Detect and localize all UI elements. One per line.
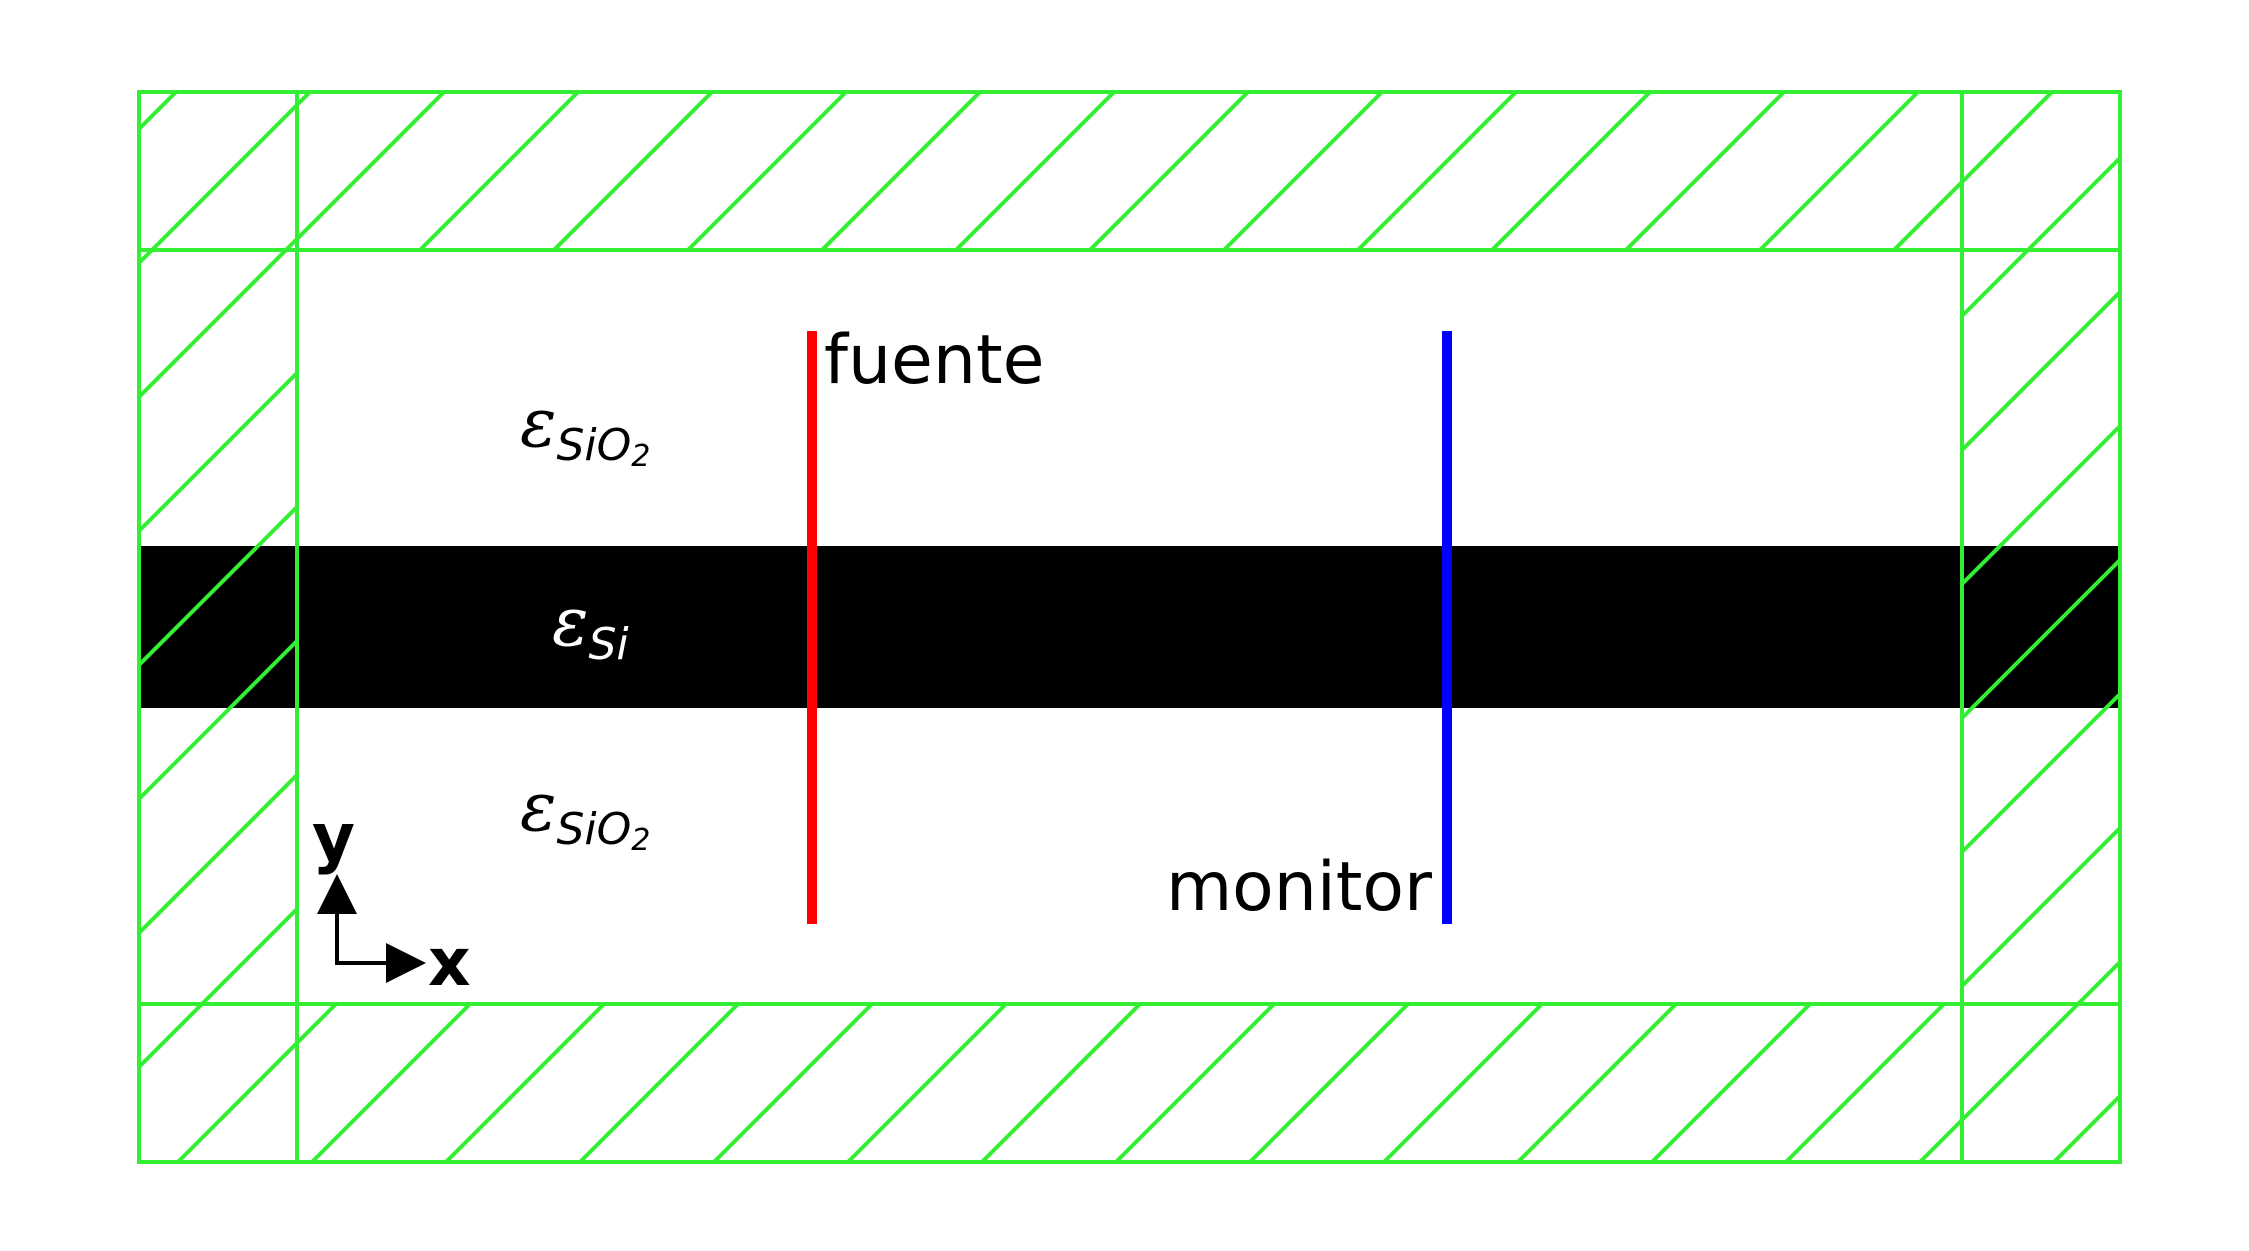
monitor-label: monitor: [1166, 848, 1432, 927]
pml-outlines: [137, 90, 2122, 1164]
pml-core-overlay: [139, 546, 2120, 708]
pml-bottom: [139, 1004, 2120, 1162]
core-label: εSi: [552, 583, 629, 670]
axes-indicator: y x: [312, 799, 471, 1001]
y-axis-label: y: [312, 799, 355, 876]
cladding-bottom-label: εSiO2: [520, 768, 650, 858]
x-axis-label: x: [428, 924, 471, 1001]
pml-regions: [139, 92, 2120, 1162]
source-label: fuente: [824, 321, 1044, 400]
cladding-top-label: εSiO2: [520, 384, 650, 474]
pml-top: [139, 92, 2120, 250]
waveguide-core: [139, 546, 2120, 708]
